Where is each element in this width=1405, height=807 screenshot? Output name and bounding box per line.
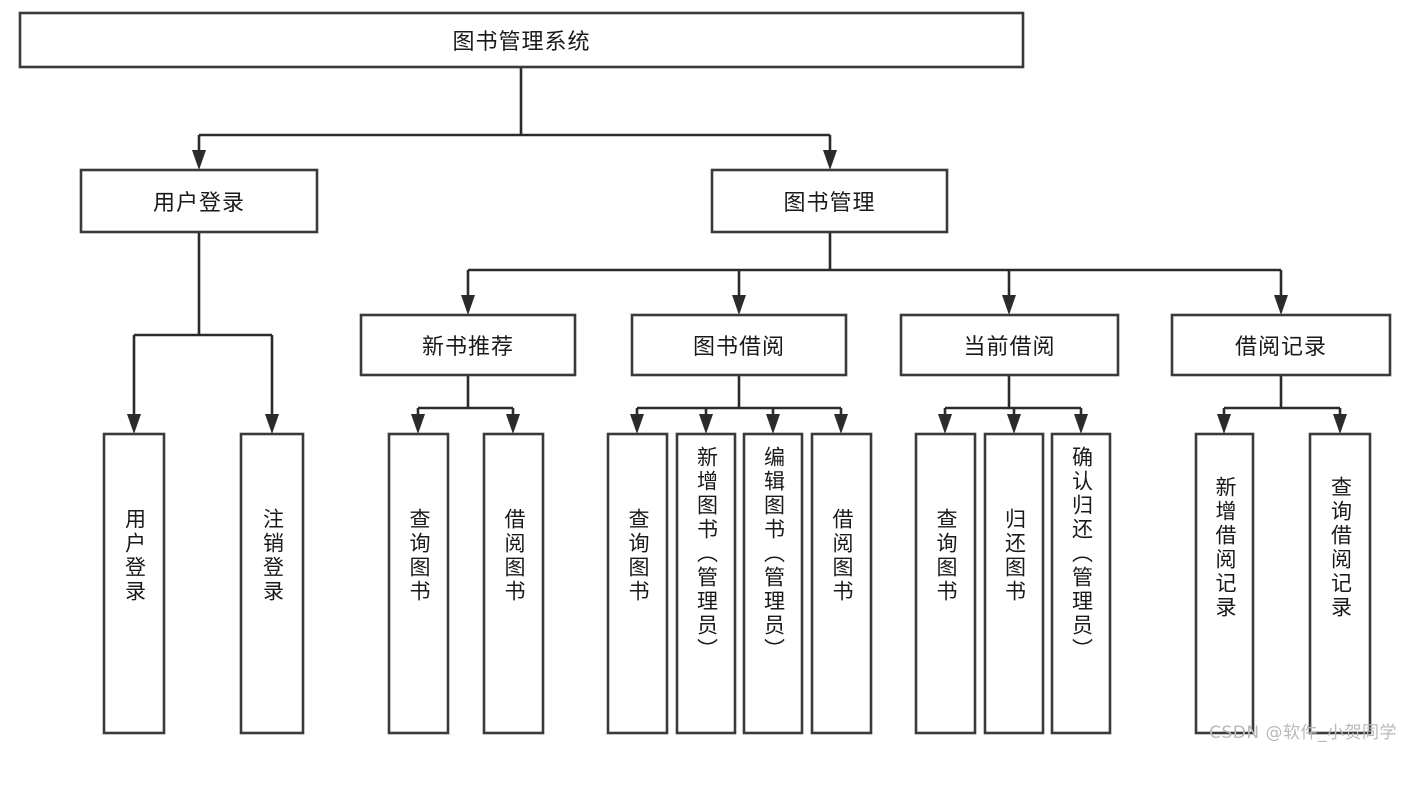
tree-diagram-svg <box>18 11 1392 735</box>
node-box-leaf-query-book-3[interactable] <box>914 432 977 735</box>
arrow-leaf-edit-book <box>766 414 780 434</box>
edge-group-borrow-record <box>1217 375 1347 434</box>
node-box-leaf-confirm-return[interactable] <box>1050 432 1112 735</box>
arrow-leaf-return-book <box>1007 414 1021 434</box>
node-box-leaf-query-book-1[interactable] <box>387 432 450 735</box>
arrow-to-user-login <box>192 150 206 170</box>
arrow-leaf-confirm-return <box>1074 414 1088 434</box>
node-box-borrow-record[interactable] <box>1170 313 1392 377</box>
diagram-canvas: 图书管理系统 用户登录 图书管理 新书推荐 图书借阅 当前借阅 借阅记录 用户登… <box>18 11 1397 743</box>
node-box-leaf-borrow-book-2[interactable] <box>810 432 873 735</box>
node-box-leaf-borrow-book-1[interactable] <box>482 432 545 735</box>
arrow-leaf-query-record <box>1333 414 1347 434</box>
node-box-leaf-query-book-2[interactable] <box>606 432 669 735</box>
edge-group-new-book-rec <box>411 375 520 434</box>
node-box-leaf-add-record[interactable] <box>1194 432 1255 735</box>
arrow-to-borrow-record <box>1274 295 1288 315</box>
node-box-new-book-recommend[interactable] <box>359 313 577 377</box>
node-box-root[interactable] <box>18 11 1025 69</box>
node-box-leaf-return-book[interactable] <box>983 432 1045 735</box>
arrow-leaf-borrow-book-1 <box>506 414 520 434</box>
node-box-leaf-edit-book[interactable] <box>742 432 804 735</box>
node-box-leaf-add-book[interactable] <box>675 432 737 735</box>
arrow-leaf-add-book <box>699 414 713 434</box>
edge-group-book-mgmt <box>461 232 1288 315</box>
arrow-leaf-user-login <box>127 414 141 434</box>
arrow-to-new-book-rec <box>461 295 475 315</box>
node-box-leaf-logout[interactable] <box>239 432 305 735</box>
node-box-current-borrow[interactable] <box>899 313 1120 377</box>
arrow-to-current-borrow <box>1002 295 1016 315</box>
arrow-to-book-mgmt <box>823 150 837 170</box>
node-box-user-login[interactable] <box>79 168 319 234</box>
node-box-book-management[interactable] <box>710 168 949 234</box>
edge-group-root <box>192 67 837 170</box>
edge-group-current-borrow <box>938 375 1088 434</box>
arrow-leaf-query-book-2 <box>630 414 644 434</box>
edge-group-book-borrow <box>630 375 848 434</box>
arrow-leaf-add-record <box>1217 414 1231 434</box>
edge-group-user-login <box>127 232 279 434</box>
arrow-leaf-borrow-book-2 <box>834 414 848 434</box>
arrow-leaf-query-book-1 <box>411 414 425 434</box>
arrow-leaf-query-book-3 <box>938 414 952 434</box>
node-box-leaf-query-record[interactable] <box>1308 432 1372 735</box>
node-box-book-borrow[interactable] <box>630 313 848 377</box>
arrow-to-book-borrow <box>732 295 746 315</box>
node-box-leaf-user-login[interactable] <box>102 432 166 735</box>
arrow-leaf-logout <box>265 414 279 434</box>
